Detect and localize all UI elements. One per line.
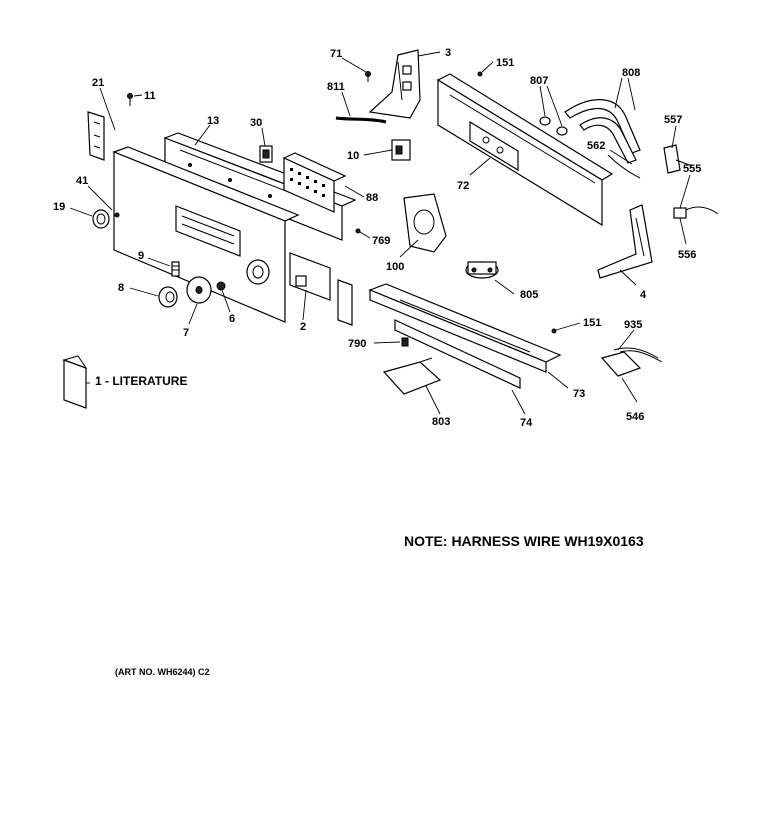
- part-41-clip: [114, 212, 120, 218]
- part-3-bracket: [368, 49, 421, 119]
- callout-74: 74: [520, 417, 533, 429]
- part-769-screw: [355, 228, 361, 234]
- callout-769: 769: [372, 235, 390, 247]
- literature-label: 1 - LITERATURE: [95, 374, 188, 388]
- harness-note: NOTE: HARNESS WIRE WH19X0163: [404, 533, 644, 549]
- part-9-spring: [171, 261, 180, 277]
- callout-71: 71: [330, 48, 342, 60]
- callout-21: 21: [92, 77, 104, 89]
- callout-10: 10: [347, 150, 359, 162]
- callout-808: 808: [622, 67, 640, 79]
- part-71-screw: [365, 71, 371, 82]
- part-74-rail: [394, 319, 521, 389]
- callout-100: 100: [386, 261, 404, 273]
- callout-151-lower: 151: [583, 317, 601, 329]
- callout-803: 803: [432, 416, 450, 428]
- leader-lines: [69, 51, 691, 415]
- part-30-switch: [259, 145, 273, 163]
- part-end-cap-right: [337, 279, 353, 326]
- part-808-hoses: [564, 99, 641, 164]
- callout-9: 9: [138, 250, 144, 262]
- callout-556: 556: [678, 249, 696, 261]
- art-number: (ART NO. WH6244) C2: [115, 667, 210, 677]
- part-7-dial: [186, 276, 212, 304]
- part-555-sensor: [673, 206, 719, 219]
- callout-8: 8: [118, 282, 124, 294]
- part-72-backsplash: [436, 73, 614, 227]
- callout-72: 72: [457, 180, 469, 192]
- callout-811: 811: [327, 81, 345, 93]
- part-19-knob: [92, 209, 110, 229]
- callout-7: 7: [183, 327, 189, 339]
- part-6-clip: [216, 281, 226, 291]
- callout-30: 30: [250, 117, 262, 129]
- part-562-wire: [607, 154, 641, 179]
- callout-555: 555: [683, 163, 701, 175]
- part-control-panel-front: [112, 146, 300, 323]
- part-8-knob: [158, 286, 178, 308]
- callout-19: 19: [53, 201, 65, 213]
- part-100-timer: [403, 193, 447, 253]
- part-151-screw: [477, 71, 483, 77]
- callout-2: 2: [300, 321, 306, 333]
- callout-557: 557: [664, 114, 682, 126]
- callout-562: 562: [587, 140, 605, 152]
- callout-805: 805: [520, 289, 538, 301]
- part-546-harness: [600, 347, 663, 377]
- part-805-motor: [465, 261, 499, 279]
- callout-807: 807: [530, 75, 548, 87]
- part-73-rail: [368, 283, 562, 373]
- part-807-grommets: [539, 116, 568, 136]
- part-88-circuit-board: [282, 152, 347, 213]
- callout-546: 546: [626, 411, 644, 423]
- callout-6: 6: [229, 313, 235, 325]
- part-2-bracket: [289, 252, 331, 301]
- part-151-screw-lower: [551, 328, 557, 334]
- callout-935: 935: [624, 319, 642, 331]
- callout-41: 41: [76, 175, 88, 187]
- callout-151: 151: [496, 57, 514, 69]
- part-803-housing: [382, 357, 442, 395]
- part-21-end-cap: [87, 111, 105, 161]
- callout-73: 73: [573, 388, 585, 400]
- callout-4: 4: [640, 289, 647, 301]
- callout-11: 11: [144, 90, 156, 102]
- part-811-hose: [335, 116, 387, 124]
- part-11-screw: [127, 93, 133, 106]
- callout-790: 790: [348, 338, 366, 350]
- callout-3: 3: [445, 47, 451, 59]
- callout-88: 88: [366, 192, 378, 204]
- callout-13: 13: [207, 115, 219, 127]
- part-790-clip: [401, 337, 409, 347]
- callout-labels: 71 3 151 807 808 21 11 811 13 30 557 562…: [53, 47, 701, 429]
- part-4-end-cap: [597, 204, 653, 279]
- part-10-valve: [391, 139, 411, 161]
- literature-booklet: [62, 355, 88, 409]
